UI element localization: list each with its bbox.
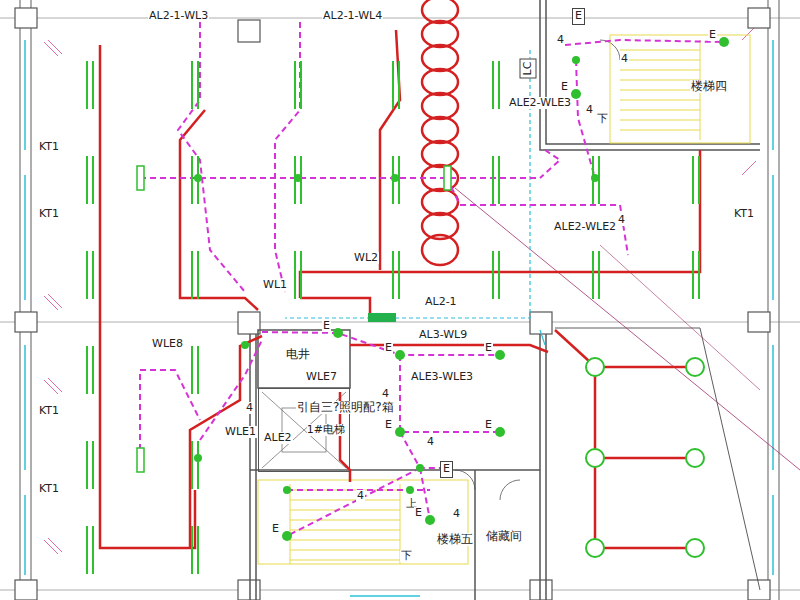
wire-count: 4 [356,490,365,502]
wire-count: 4 [245,402,254,414]
stair [258,35,750,564]
lamp-label: E [484,342,493,354]
emergency-box: E [440,461,453,478]
lamp-label: E [384,342,393,354]
wire-count: 4 [426,436,435,448]
emergency-box: E [572,8,585,25]
circuit-label: AL2-1-WL3 [148,10,209,22]
circuit-label: ALE2-WLE3 [508,97,572,109]
lamp-label: E [384,419,393,431]
wall [250,0,760,600]
feeder-line [285,50,530,318]
wire-count: 4 [452,508,461,520]
circuit-label: WLE7 [305,371,338,383]
lamp-label: E [322,320,331,332]
wire-count: 4 [556,34,565,46]
circuit-label: WLE1 [224,426,257,438]
lamp-label: E [484,419,493,431]
room-name: 储藏间 [485,530,523,543]
lamp-label: E [414,507,423,519]
unit-label: KT1 [38,405,60,417]
wire-count: 4 [617,214,626,226]
direction-label: 下 [596,113,609,125]
lamp-label: E [560,81,569,93]
node-text: E [443,463,450,475]
grid-line [0,18,800,590]
power-wire [100,30,700,548]
note: 引自三?照明配?箱 [296,401,395,414]
column [15,8,770,600]
lamp-dot [194,56,599,494]
flexible-conduit [422,0,458,265]
circuit-label: AL3-WL9 [418,329,468,341]
node-text: LC [522,62,534,76]
fluorescent-lamp [87,61,699,574]
node-text: 1#电梯 [307,424,345,436]
lamp-label: E [708,29,717,41]
room-name: 楼梯四 [690,80,728,93]
panel-label: ALE2 [263,432,293,444]
wire-count: 4 [585,104,594,116]
unit-label: KT1 [38,208,60,220]
lamp-label: E [271,523,280,535]
panel-box: LC [520,59,537,79]
device-symbol [137,166,451,472]
circuit-label: WLE8 [151,338,184,350]
wire-count: 4 [620,53,629,65]
panel-label: AL2-1 [424,296,458,308]
window-mark [44,26,756,554]
unit-label: KT1 [38,141,60,153]
leader-line [455,188,800,470]
circuit-label: ALE2-WLE2 [553,221,617,233]
room-name: 楼梯五 [436,533,474,546]
unit-label: KT1 [38,483,60,495]
wire-count: 4 [381,388,390,400]
feeder-line [540,330,545,345]
circuit-label: ALE3-WLE3 [410,371,474,383]
wall [20,0,779,600]
room-name: 电井 [285,348,311,361]
ceiling-light [586,358,704,557]
node-text: E [575,10,582,22]
unit-label: KT1 [733,208,755,220]
window [25,40,773,596]
direction-label: 下 [400,550,413,562]
circuit-label: WL2 [353,252,379,264]
circuit-label: AL2-1-WL4 [322,10,383,22]
circuit-label: WL1 [262,279,288,291]
distribution-box [368,313,396,322]
lighting-circuit [140,22,724,536]
region-outline [555,328,760,590]
